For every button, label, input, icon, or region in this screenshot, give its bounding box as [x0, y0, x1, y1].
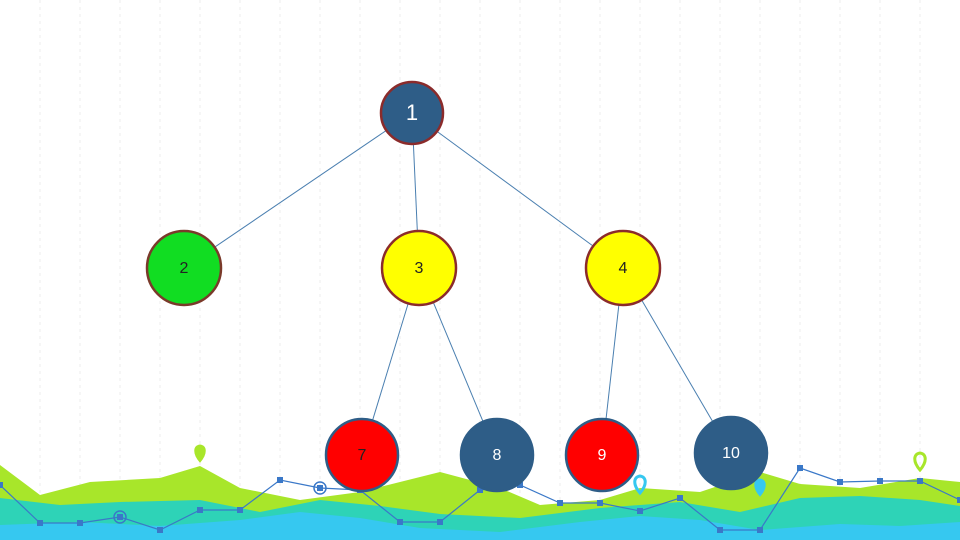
node-circle: [324, 417, 400, 493]
node-circle: [584, 229, 662, 307]
node-circle: [564, 417, 640, 493]
edge-3-8: [432, 301, 484, 422]
graph-marker: [37, 520, 43, 526]
graph-marker: [197, 507, 203, 513]
node-label: 9: [598, 447, 607, 464]
graph-marker: [637, 508, 643, 514]
tree-node-9: 9: [564, 417, 640, 493]
graph-marker: [877, 478, 883, 484]
edge-group: [214, 130, 714, 423]
node-circle: [379, 80, 445, 146]
tree-node-2: 2: [145, 229, 223, 307]
edge-4-9: [605, 304, 620, 420]
graph-marker: [717, 527, 723, 533]
tree-node-10: 10: [693, 415, 769, 491]
graph-marker: [757, 527, 763, 533]
ring-marker: [113, 510, 127, 524]
edge-3-7: [372, 303, 409, 421]
tree-node-3: 3: [380, 229, 458, 307]
graph-marker: [237, 507, 243, 513]
tree-node-8: 8: [459, 417, 535, 493]
graph-marker: [477, 487, 483, 493]
node-circle: [693, 415, 769, 491]
graph-marker: [557, 500, 563, 506]
graph-marker: [797, 465, 803, 471]
node-label: 8: [493, 447, 502, 464]
graph-marker: [957, 497, 960, 503]
map-pin-icon: [194, 444, 206, 463]
graph-marker: [677, 495, 683, 501]
node-label: 1: [406, 100, 418, 125]
edge-1-3: [412, 143, 418, 232]
graph-marker: [917, 478, 923, 484]
ring-marker: [313, 481, 327, 495]
graph-marker: [597, 500, 603, 506]
node-label: 10: [722, 445, 740, 462]
graph-marker: [837, 479, 843, 485]
node-label: 2: [180, 260, 189, 277]
node-circle: [380, 229, 458, 307]
node-circle: [459, 417, 535, 493]
tree-node-4: 4: [584, 229, 662, 307]
edge-4-10: [641, 299, 714, 423]
node-group: 1 2 3 4 7 8 9 10: [145, 80, 769, 493]
node-label: 4: [619, 260, 628, 277]
graph-marker: [117, 514, 123, 520]
tree-node-1: 1: [379, 80, 445, 146]
node-circle: [145, 229, 223, 307]
graph-marker: [437, 519, 443, 525]
graph-marker: [277, 477, 283, 483]
tree-node-7: 7: [324, 417, 400, 493]
edge-1-4: [436, 130, 594, 247]
map-pin-icon: [913, 451, 927, 473]
graph-marker: [77, 520, 83, 526]
node-label: 3: [415, 260, 424, 277]
graph-marker: [317, 485, 323, 491]
edge-1-2: [214, 130, 387, 248]
graph-marker: [397, 519, 403, 525]
graph-marker: [157, 527, 163, 533]
graph-marker: [517, 482, 523, 488]
node-label: 7: [358, 447, 367, 464]
map-pin-icon: [633, 474, 647, 496]
graph-marker: [0, 482, 3, 488]
map-pin-icon: [754, 478, 766, 497]
